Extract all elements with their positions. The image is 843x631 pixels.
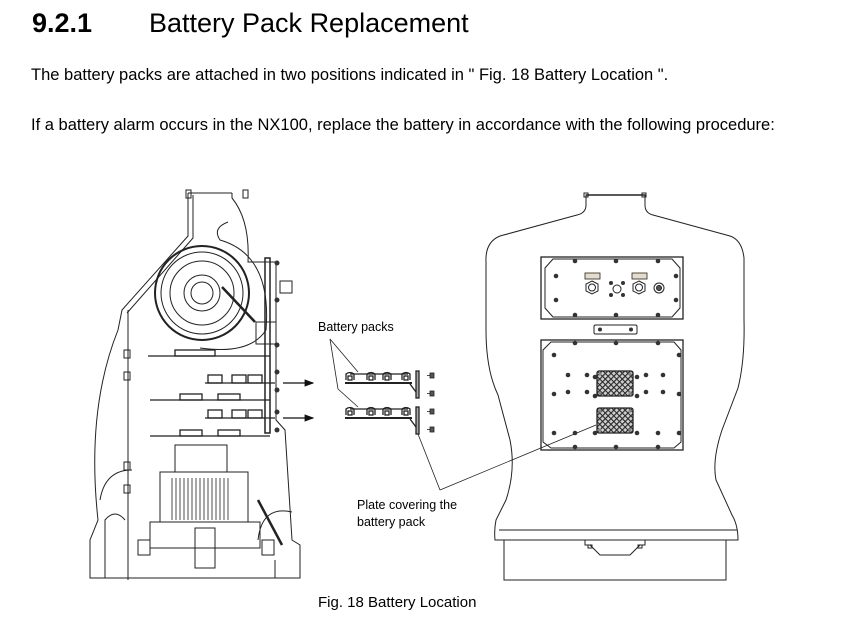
connector-label-1: [584, 272, 601, 280]
figure-caption: Fig. 18 Battery Location: [318, 594, 477, 611]
rear-view: [485, 192, 745, 581]
battery-cover-plate-lower: [596, 407, 634, 434]
section-heading: 9.2.1 Battery Pack Replacement: [32, 8, 469, 42]
callout-plate-line2: battery pack: [357, 515, 426, 529]
paragraph-battery-alarm: If a battery alarm occurs in the NX100, …: [31, 116, 775, 134]
paragraph-battery-positions: The battery packs are attached in two po…: [31, 66, 669, 84]
section-title: Battery Pack Replacement: [149, 8, 469, 38]
connector-label-2: [631, 272, 648, 280]
callout-plate-line1: Plate covering the: [357, 498, 458, 512]
battery-cover-plate-upper: [596, 370, 634, 397]
callout-battery-packs: Battery packs: [318, 320, 394, 334]
section-number: 9.2.1: [32, 8, 93, 38]
side-cutaway-view: [89, 189, 301, 580]
battery-packs-detail: [329, 338, 435, 435]
